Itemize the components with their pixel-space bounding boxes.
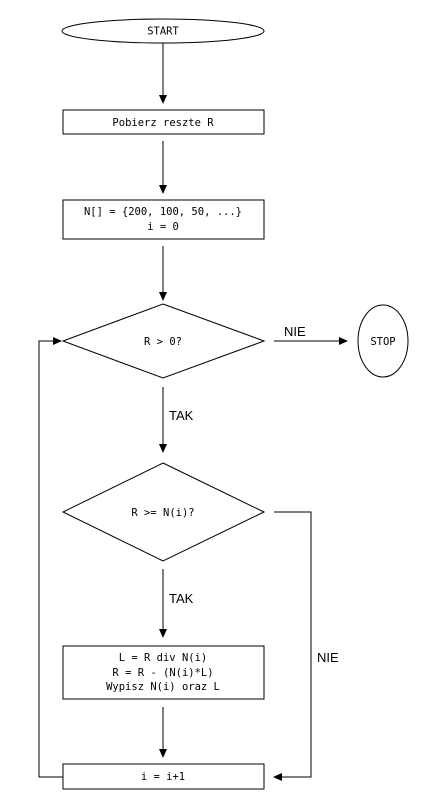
arrow-body-to-increment (159, 707, 167, 758)
arrow-loop-back-to-outer (38, 337, 63, 778)
arrow-read-to-init (159, 141, 167, 194)
init-line-1: N[] = {200, 100, 50, ...} (84, 206, 242, 218)
increment-box: i = i+1 (62, 763, 265, 790)
arrow-init-to-outer-decision (159, 246, 167, 301)
arrow-outer-yes-to-inner: TAK (159, 387, 194, 453)
inner-decision: R >= N(i)? (61, 462, 266, 562)
inner-decision-label: R >= N(i)? (131, 507, 194, 519)
arrow-start-to-read (159, 43, 167, 104)
init-line-2: i = 0 (147, 221, 179, 233)
stop-terminator: STOP (357, 304, 409, 378)
outer-yes-label: TAK (169, 408, 194, 423)
arrow-outer-no-to-stop: NIE (274, 324, 348, 345)
body-box: L = R div N(i) R = R - (N(i)*L) Wypisz N… (62, 645, 265, 700)
body-line-2: R = R - (N(i)*L) (112, 667, 213, 679)
outer-no-label: NIE (284, 324, 306, 339)
arrow-inner-no-to-increment: NIE (273, 511, 339, 781)
start-label: START (147, 26, 179, 38)
read-remainder-label: Pobierz reszte R (112, 117, 214, 129)
init-box: N[] = {200, 100, 50, ...} i = 0 (62, 199, 265, 240)
body-line-1: L = R div N(i) (119, 652, 208, 664)
stop-label: STOP (370, 336, 395, 348)
inner-yes-label: TAK (169, 591, 194, 606)
increment-label: i = i+1 (141, 771, 185, 783)
start-terminator: START (61, 18, 265, 44)
read-remainder-box: Pobierz reszte R (62, 109, 265, 135)
outer-decision-label: R > 0? (144, 336, 182, 348)
outer-decision: R > 0? (61, 303, 266, 379)
arrow-inner-yes-to-body: TAK (159, 569, 194, 638)
body-line-3: Wypisz N(i) oraz L (106, 681, 220, 693)
inner-no-label: NIE (317, 650, 339, 665)
